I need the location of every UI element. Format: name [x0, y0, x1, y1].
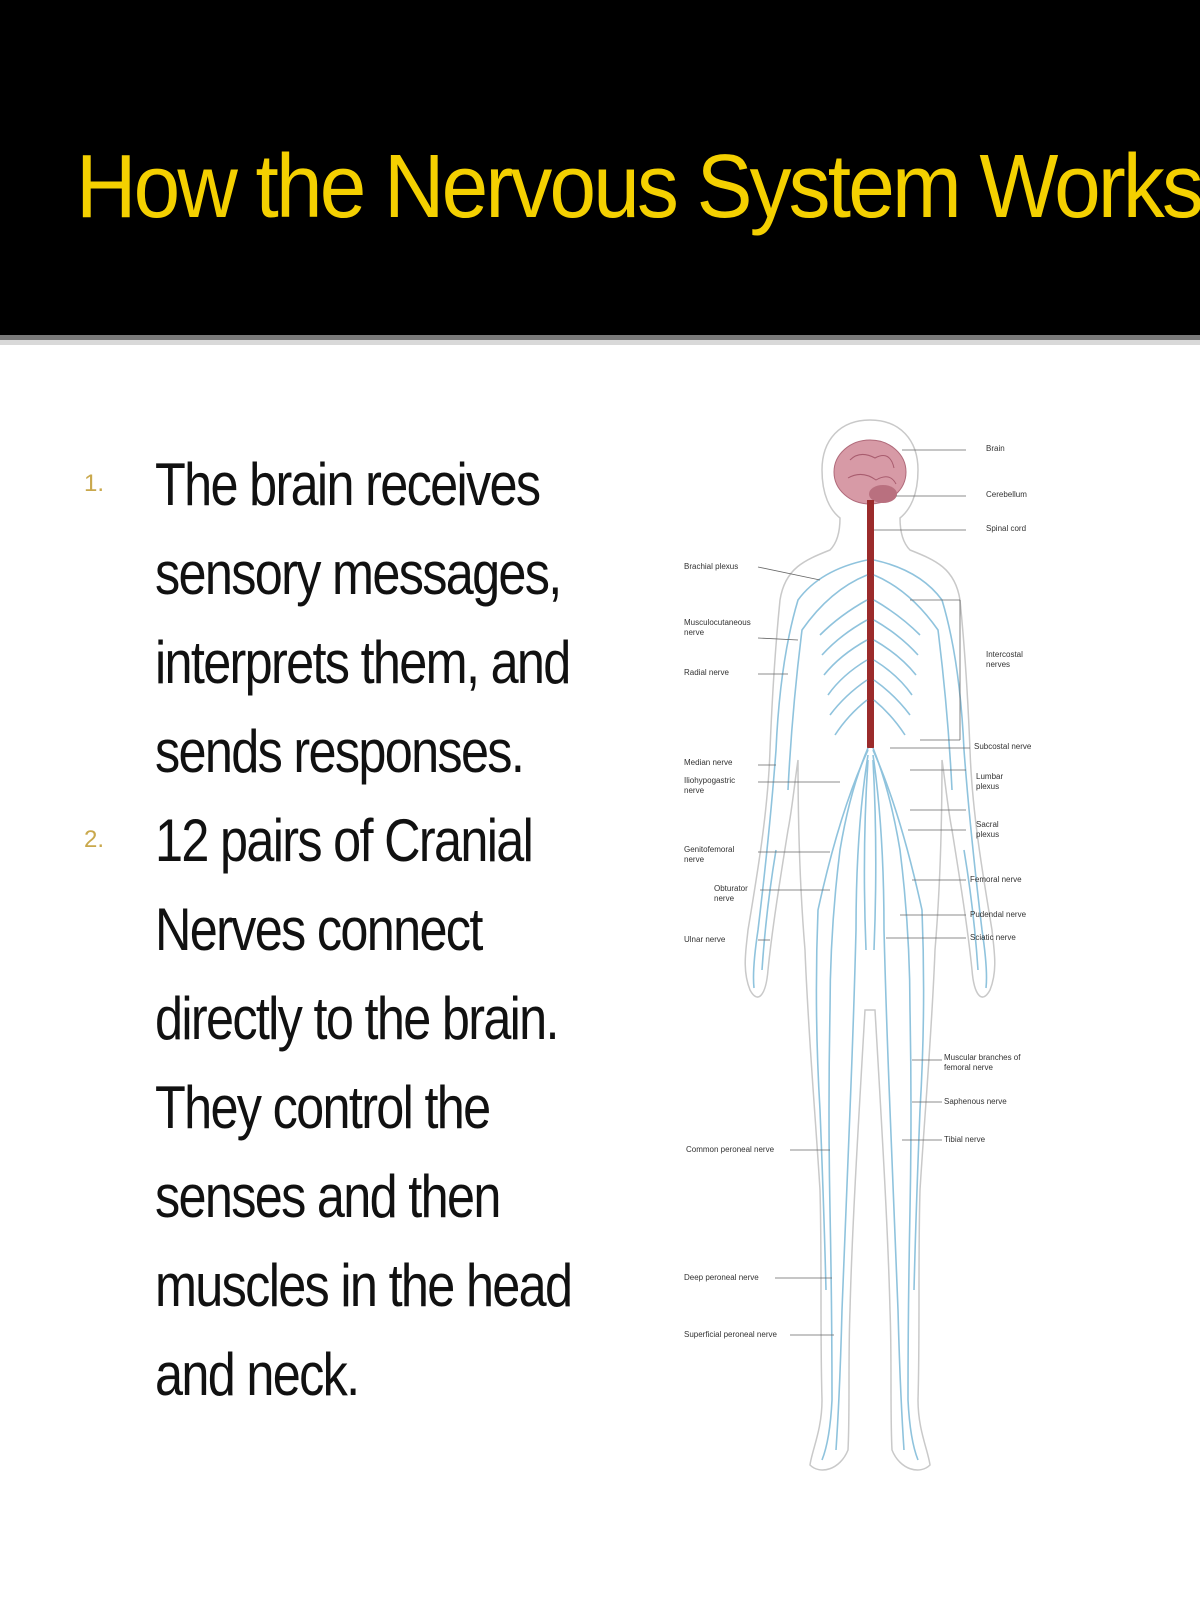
list-number: 1. [84, 470, 105, 497]
text-line: senses and then [155, 1163, 501, 1230]
label-sacral-plexus: Sacral plexus [976, 820, 1000, 839]
label-pudendal: Pudendal nerve [970, 910, 1027, 919]
label-common-peroneal: Common peroneal nerve [686, 1145, 775, 1154]
text-line: and neck. [155, 1341, 360, 1408]
label-radial: Radial nerve [684, 668, 729, 677]
label-ulnar: Ulnar nerve [684, 935, 726, 944]
body-illustration [744, 419, 996, 1471]
slide-title: How the Nervous System Works [76, 137, 1200, 237]
label-superficial-peroneal: Superficial peroneal nerve [684, 1330, 777, 1339]
spinal-cord-shape [867, 500, 874, 748]
list-item: 2. 12 pairs of Cranial Nerves connect di… [80, 796, 600, 1419]
label-spinal-cord: Spinal cord [986, 524, 1027, 533]
text-line: The brain receives [155, 451, 541, 518]
label-brain: Brain [986, 444, 1005, 453]
label-obturator: Obturator nerve [714, 884, 748, 903]
text-line: muscles in the head [155, 1252, 573, 1319]
label-lumbar-plexus: Lumbar plexus [976, 772, 1004, 791]
text-line: directly to the brain. [155, 985, 560, 1052]
label-tibial: Tibial nerve [944, 1135, 986, 1144]
brain-folds [847, 454, 897, 485]
nerve-network [752, 559, 988, 1461]
label-intercostal: Intercostal nerves [986, 650, 1023, 669]
title-bar: How the Nervous System Works [0, 0, 1200, 335]
label-saphenous: Saphenous nerve [944, 1097, 1007, 1106]
label-muscular-branches: Muscular branches of femoral nerve [944, 1053, 1021, 1072]
label-leaders [757, 449, 970, 1336]
text-line: sensory messages, [155, 540, 562, 607]
text-line: sends responses. [155, 718, 525, 785]
label-brachial-plexus: Brachial plexus [684, 562, 739, 571]
text-line: 12 pairs of Cranial [155, 807, 534, 874]
list-item: 1. The brain receives sensory messages, … [80, 440, 600, 796]
list-number: 2. [84, 826, 105, 853]
label-deep-peroneal: Deep peroneal nerve [684, 1273, 759, 1282]
text-line: interprets them, and [155, 629, 571, 696]
body-outline [744, 419, 996, 1471]
title-divider-shadow [0, 340, 1200, 345]
label-iliohypogastric: Iliohypogastric nerve [684, 776, 736, 795]
label-subcostal: Subcostal nerve [974, 742, 1032, 751]
label-cerebellum: Cerebellum [986, 490, 1027, 499]
bullet-list: 1. The brain receives sensory messages, … [80, 440, 600, 1419]
text-line: Nerves connect [155, 896, 483, 963]
label-musculocutaneous: Musculocutaneous nerve [684, 618, 751, 637]
label-genitofemoral: Genitofemoral nerve [684, 845, 735, 864]
label-sciatic: Sciatic nerve [970, 933, 1016, 942]
nervous-system-diagram: Brain Cerebellum Spinal cord Brachial pl… [680, 410, 1060, 1500]
label-femoral: Femoral nerve [970, 875, 1022, 884]
list-item-text: 12 pairs of Cranial Nerves connect direc… [155, 796, 573, 1419]
cerebellum-shape [869, 485, 897, 503]
text-line: They control the [155, 1074, 491, 1141]
title-divider [0, 335, 1200, 340]
list-item-text: The brain receives sensory messages, int… [155, 440, 571, 796]
label-median: Median nerve [684, 758, 733, 767]
